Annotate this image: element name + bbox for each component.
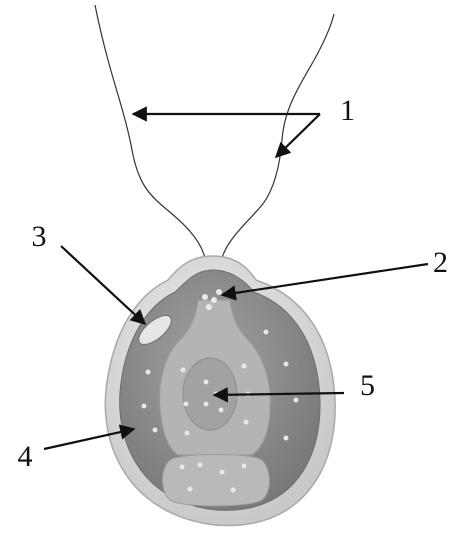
label-5: 5 — [360, 369, 375, 402]
label-2: 2 — [433, 246, 448, 279]
arrow-3 — [61, 246, 145, 324]
label-4: 4 — [18, 440, 33, 473]
flagellum-left — [95, 5, 205, 258]
lower-inclusion — [163, 454, 270, 506]
flagellum-right — [222, 14, 334, 258]
label-1: 1 — [340, 94, 355, 127]
label-3: 3 — [32, 220, 47, 253]
